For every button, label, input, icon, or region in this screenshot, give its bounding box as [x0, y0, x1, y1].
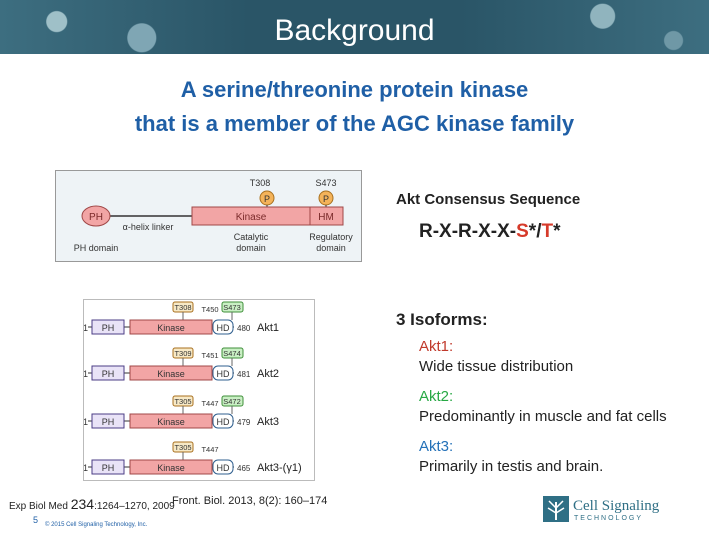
- consensus-threonine: T: [541, 221, 554, 242]
- catalytic-caption-1: Catalytic: [234, 232, 269, 242]
- end-residue: 465: [237, 464, 251, 473]
- ph-box: [91, 459, 125, 475]
- isoform-row-2: T309 T451 S474 1 PH Kinase HD 481 Akt2: [83, 347, 279, 381]
- hm-box-label: HM: [318, 212, 334, 223]
- ph-oval-label: PH: [89, 212, 103, 223]
- s-site-label: S473: [223, 303, 241, 312]
- consensus-sequence: R-X-R-X-X-S*/T*: [419, 221, 561, 243]
- isoform-name: Akt2: [257, 368, 279, 380]
- linker-label: α-helix linker: [123, 222, 174, 232]
- start-residue: 1: [84, 323, 88, 333]
- ph-domain-oval: [81, 205, 111, 227]
- regulatory-caption-1: Regulatory: [309, 232, 353, 242]
- kinase-box-label: Kinase: [236, 212, 267, 223]
- mid-site-label: T450: [201, 305, 218, 314]
- t-site-label: T305: [174, 397, 191, 406]
- mid-site-label: T451: [201, 351, 218, 360]
- isoform-akt2-name: Akt2:: [419, 388, 454, 405]
- t-site-label: T309: [174, 349, 191, 358]
- hd-box: [212, 459, 234, 475]
- start-residue: 1: [84, 369, 88, 379]
- hd-box: [212, 413, 234, 429]
- consensus-serine: S: [516, 221, 529, 242]
- kinase-label: Kinase: [157, 463, 185, 473]
- isoform-name: Akt1: [257, 322, 279, 334]
- consensus-mid: */: [528, 221, 542, 242]
- slide-title: Background: [274, 14, 435, 47]
- isoform-akt1-desc: Wide tissue distribution: [419, 358, 574, 375]
- kinase-box: [129, 413, 213, 429]
- isoform-akt2-desc: Predominantly in muscle and fat cells: [419, 408, 667, 425]
- isoforms-title: 3 Isoforms:: [396, 310, 488, 329]
- kinase-label: Kinase: [157, 369, 185, 379]
- ph-box: [91, 365, 125, 381]
- isoform-row-3: T305 T447 S472 1 PH Kinase HD 479 Akt3: [83, 395, 279, 429]
- logo-subtitle: TECHNOLOGY: [574, 515, 644, 522]
- consensus-prefix: R-X-R-X-X-: [419, 221, 517, 242]
- title-banner: Background: [0, 0, 709, 54]
- akt-domain-diagram: T308 S473 P P PH Kinase HM α-helix linke…: [55, 170, 362, 262]
- ph-label: PH: [102, 323, 115, 333]
- isoform-name: Akt3: [257, 416, 279, 428]
- hd-box: [212, 365, 234, 381]
- isoform-row-4: T305 T447 1 PH Kinase HD 465 Akt3-(γ1): [83, 441, 302, 475]
- hd-label: HD: [217, 417, 230, 427]
- ph-label: PH: [102, 369, 115, 379]
- t-site-label: T305: [174, 443, 191, 452]
- consensus-star: *: [553, 221, 561, 242]
- isoform-row-1: T308 T450 S473 1 PH Kinase HD 480 Akt1: [83, 301, 279, 335]
- ph-label: PH: [102, 463, 115, 473]
- phospho-label-t308: P: [264, 194, 270, 204]
- isoform-akt1-name: Akt1:: [419, 338, 454, 355]
- subtitle-line-2: that is a member of the AGC kinase famil…: [134, 111, 575, 136]
- page-number: 5: [33, 515, 39, 525]
- catalytic-caption-2: domain: [236, 243, 266, 253]
- regulatory-caption-2: domain: [316, 243, 346, 253]
- hd-label: HD: [217, 463, 230, 473]
- kinase-label: Kinase: [157, 323, 185, 333]
- kinase-label: Kinase: [157, 417, 185, 427]
- mid-site-label: T447: [201, 445, 218, 454]
- isoform-akt3-name: Akt3:: [419, 438, 454, 455]
- hd-label: HD: [217, 323, 230, 333]
- kinase-box: [129, 365, 213, 381]
- reference-1-prefix: Exp Biol Med: [9, 501, 71, 512]
- copyright: © 2015 Cell Signaling Technology, Inc.: [45, 522, 148, 528]
- site-s473-label: S473: [315, 178, 336, 188]
- tree-icon: [547, 500, 565, 520]
- phospho-label-s473: P: [323, 194, 329, 204]
- kinase-box: [129, 319, 213, 335]
- subtitle-line-1: A serine/threonine protein kinase: [180, 77, 529, 102]
- isoform-akt3-desc: Primarily in testis and brain.: [419, 458, 604, 475]
- hd-label: HD: [217, 369, 230, 379]
- isoform-svg: T308 T450 S473 1 PH Kinase HD 480 Akt1 T…: [83, 301, 302, 475]
- cell-signaling-logo-icon: [543, 496, 569, 522]
- s-site-label: S472: [223, 397, 241, 406]
- hd-box: [212, 319, 234, 335]
- ph-box: [91, 319, 125, 335]
- reference-1: Exp Biol Med 234:1264–1270, 2009: [9, 496, 175, 512]
- akt-domain-svg: T308 S473 P P PH Kinase HM α-helix linke…: [74, 178, 354, 253]
- s-site-label: S474: [223, 349, 241, 358]
- site-t308-label: T308: [250, 178, 271, 188]
- end-residue: 481: [237, 370, 251, 379]
- start-residue: 1: [84, 463, 88, 473]
- reference-2: Front. Biol. 2013, 8(2): 160–174: [172, 495, 328, 507]
- consensus-label: Akt Consensus Sequence: [396, 191, 581, 208]
- end-residue: 479: [237, 418, 251, 427]
- end-residue: 480: [237, 324, 251, 333]
- hm-domain-box: [309, 206, 344, 226]
- ph-box: [91, 413, 125, 429]
- t-site-label: T308: [174, 303, 191, 312]
- ph-domain-caption: PH domain: [74, 243, 119, 253]
- ph-label: PH: [102, 417, 115, 427]
- mid-site-label: T447: [201, 399, 218, 408]
- reference-1-volume: 234: [70, 496, 95, 512]
- kinase-box: [129, 459, 213, 475]
- logo-name: Cell Signaling: [573, 498, 660, 514]
- isoform-diagram: T308 T450 S473 1 PH Kinase HD 480 Akt1 T…: [83, 299, 315, 481]
- reference-1-suffix: :1264–1270, 2009: [94, 501, 175, 512]
- start-residue: 1: [84, 417, 88, 427]
- isoform-name: Akt3-(γ1): [257, 462, 302, 474]
